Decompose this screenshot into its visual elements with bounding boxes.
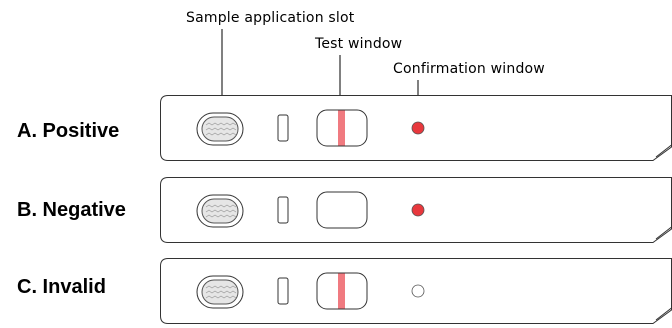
sample-pad-texture (205, 285, 237, 299)
row-label-positive: A. Positive (17, 120, 120, 142)
test-window-callout: Test window (315, 36, 403, 52)
marker-slot (277, 196, 289, 224)
row-label-invalid: C. Invalid (17, 276, 106, 298)
test-line (338, 110, 345, 146)
row-label-negative: B. Negative (17, 199, 126, 221)
control-dot (411, 121, 425, 135)
control-dot (411, 203, 425, 217)
test-window (316, 191, 368, 229)
test-line (338, 273, 345, 309)
sample-pad-texture (205, 122, 237, 136)
sample-pad-texture (205, 204, 237, 218)
test-strip-invalid (160, 258, 672, 324)
confirmation-window-callout: Confirmation window (393, 61, 545, 77)
strip-edge-line (655, 226, 672, 240)
marker-slot (277, 114, 289, 142)
control-dot (411, 284, 425, 298)
sample-slot-callout: Sample application slot (186, 10, 355, 26)
strip-edge-line (655, 307, 672, 321)
marker-slot (277, 277, 289, 305)
test-strip-negative (160, 177, 672, 243)
test-strip-positive (160, 95, 672, 161)
strip-edge-line (655, 144, 672, 158)
